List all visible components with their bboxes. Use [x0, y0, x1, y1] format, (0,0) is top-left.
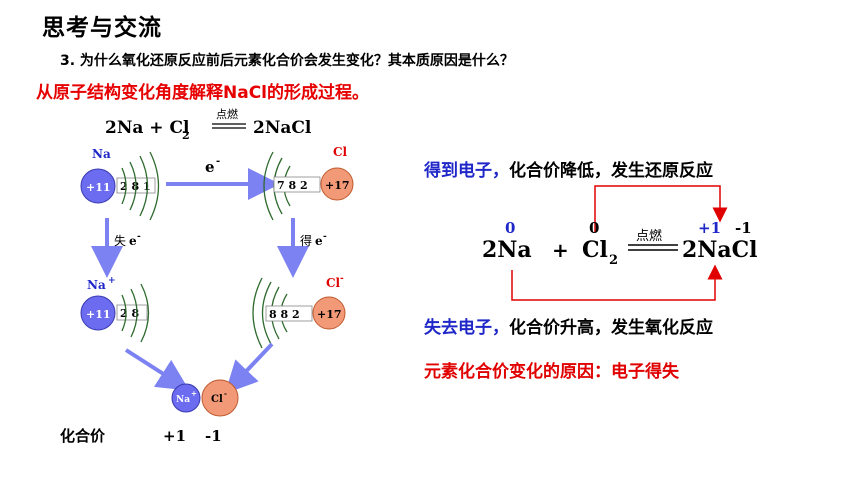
na-nucleus-charge: +11: [86, 181, 111, 194]
cl-nucleus-charge: +17: [325, 179, 350, 192]
eq-na: 2Na: [482, 237, 532, 263]
svg-text:-: -: [216, 156, 220, 167]
pair-na-circle: [171, 383, 201, 413]
svg-text:e: e: [129, 234, 137, 248]
valence-label: 化合价: [60, 427, 106, 445]
svg-text:Na: Na: [176, 395, 190, 405]
svg-text:-: -: [224, 389, 227, 398]
na-label: Na: [92, 147, 111, 161]
gain-label: 得: [300, 233, 312, 248]
na-ion-shells: 2 8: [120, 307, 139, 320]
question-text: 3. 为什么氧化还原反应前后元素化合价会发生变化？其本质原因是什么？: [60, 53, 514, 69]
eq-cl-sub: 2: [609, 253, 618, 268]
cl-ion-nucleus: [312, 296, 346, 330]
subtitle-text: 从原子结构变化角度解释NaCl的形成过程。: [36, 83, 370, 103]
top-eq-condition: 点燃: [216, 107, 238, 121]
lose-statement: 失去电子，化合价升高，发生氧化反应: [424, 318, 713, 338]
slide-title: 思考与交流: [42, 15, 162, 41]
cl-ion-to-pair-arrow: [224, 342, 274, 394]
top-eq-sub: 2: [182, 129, 190, 142]
lose-bracket-arrow: [511, 264, 723, 301]
svg-text:-: -: [323, 232, 327, 242]
cl-ion-shells: 8 8 2: [269, 308, 300, 321]
svg-text:+: +: [108, 276, 116, 286]
top-eq-right: 2NaCl: [253, 118, 312, 138]
cl-shells: 7 8 2: [277, 179, 308, 192]
electron-label: e: [205, 158, 215, 176]
gain-statement: 得到电子，化合价降低，发生还原反应: [424, 161, 713, 181]
svg-text:Cl: Cl: [211, 394, 223, 405]
svg-text:+: +: [191, 389, 197, 398]
valence-na: +1: [163, 427, 186, 445]
pair-cl-circle: [201, 379, 239, 417]
na-ion-label: Na: [87, 278, 106, 292]
ox-na: 0: [505, 219, 515, 237]
ox-cl-product: -1: [735, 219, 752, 237]
na-ion-nucleus: [80, 295, 116, 331]
svg-text:+11: +11: [86, 308, 111, 321]
svg-text:-: -: [340, 274, 344, 284]
ox-na-product: +1: [698, 219, 721, 237]
lose-label: 失: [114, 233, 126, 248]
gain-bracket-arrow: [594, 185, 728, 232]
eq-plus: +: [552, 238, 569, 262]
cl-label: Cl: [333, 145, 348, 159]
eq-condition: 点燃: [636, 228, 662, 244]
valence-cl: -1: [205, 427, 222, 445]
eq-cl: Cl: [582, 237, 608, 263]
svg-text:e: e: [315, 234, 323, 248]
na-ion-to-pair-arrow: [124, 348, 190, 391]
svg-text:-: -: [137, 232, 141, 242]
top-eq-left: 2Na + Cl: [105, 118, 190, 138]
cl-nucleus: [320, 167, 354, 201]
cl-ion-label: Cl: [326, 276, 341, 290]
reason-statement: 元素化合价变化的原因：电子得失: [424, 362, 679, 382]
svg-text:+17: +17: [317, 308, 342, 321]
na-shells: 2 8 1: [120, 180, 151, 193]
na-nucleus: [80, 168, 116, 204]
ox-cl: 0: [589, 219, 599, 237]
eq-product: 2NaCl: [682, 237, 758, 263]
